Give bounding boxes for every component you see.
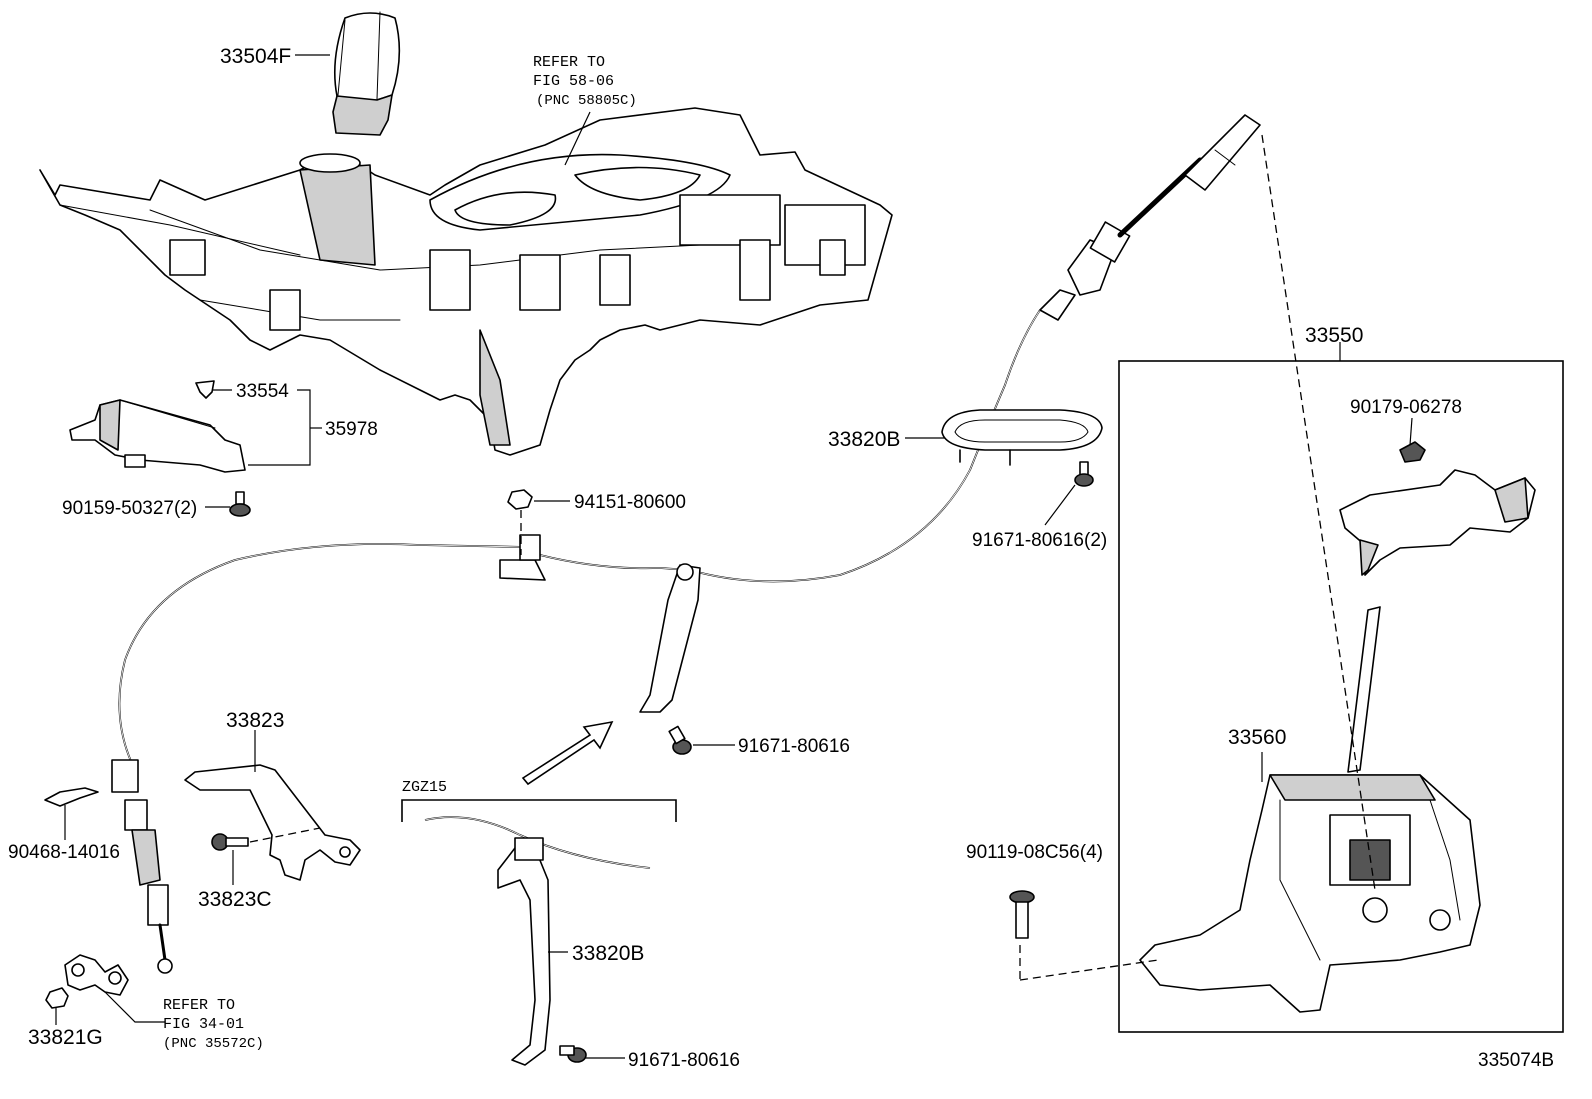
clip-90179[interactable]	[1399, 441, 1426, 463]
dashed-lines	[249, 134, 1376, 981]
label-refer-top-2: FIG 58-06	[533, 73, 614, 90]
direction-arrow	[521, 720, 614, 786]
zgz15-inset	[401, 799, 677, 1066]
assembly-33550-box	[1118, 360, 1564, 1033]
label-91671-c: 91671-80616	[628, 1050, 740, 1071]
nut-94151[interactable]	[507, 489, 533, 510]
bolt-91671-b[interactable]	[668, 725, 692, 755]
grommet-33820b[interactable]	[941, 409, 1103, 466]
bracket-33823[interactable]	[184, 764, 361, 881]
clip-90468[interactable]	[44, 787, 99, 807]
label-90159: 90159-50327(2)	[62, 498, 197, 519]
clamp-cable-lower	[64, 954, 129, 996]
cable-end-lower	[111, 759, 173, 974]
shift-knob-33504f[interactable]	[332, 11, 401, 136]
bolt-91671-a[interactable]	[1074, 461, 1094, 487]
label-35978: 35978	[325, 419, 378, 440]
bracket-33820b[interactable]	[497, 837, 551, 1066]
label-94151: 94151-80600	[574, 492, 686, 513]
label-refer-bottom-2: FIG 34-01	[163, 1016, 244, 1033]
cable-clamp	[499, 534, 546, 581]
cable-end-upper	[1039, 114, 1261, 321]
shift-lever-plate	[1339, 469, 1536, 576]
bolt-91671-c[interactable]	[559, 1045, 587, 1063]
label-33820b-top: 33820B	[828, 428, 900, 451]
console-box-housing	[39, 107, 893, 456]
shift-lever-33560[interactable]	[1139, 606, 1481, 1013]
label-refer-top-3: (PNC 58805C)	[536, 93, 637, 109]
leader-lines	[55, 54, 1413, 1059]
label-33550: 33550	[1305, 324, 1363, 347]
label-90119: 90119-08C56(4)	[966, 842, 1103, 863]
label-refer-bottom-1: REFER TO	[163, 997, 235, 1014]
label-90468: 90468-14016	[8, 842, 120, 863]
label-refer-bottom-3: (PNC 35572C)	[163, 1036, 264, 1052]
shift-cable[interactable]	[118, 309, 1041, 771]
cable-bracket	[639, 563, 701, 713]
nut-33821g[interactable]	[45, 987, 69, 1009]
label-91671-b: 91671-80616	[738, 736, 850, 757]
shift-indicator-35978[interactable]	[69, 399, 246, 473]
label-91671-a: 91671-80616(2)	[972, 530, 1107, 551]
label-33820b-bottom: 33820B	[572, 942, 644, 965]
label-33560: 33560	[1228, 726, 1286, 749]
label-zgz15: ZGZ15	[402, 779, 447, 796]
label-90179: 90179-06278	[1350, 397, 1462, 418]
label-33504f: 33504F	[220, 45, 291, 68]
bolt-33823c[interactable]	[211, 833, 249, 851]
bolt-90159[interactable]	[229, 491, 251, 517]
label-33554: 33554	[236, 381, 289, 402]
label-refer-top-1: REFER TO	[533, 54, 605, 71]
label-figure-id: 335074B	[1478, 1050, 1554, 1071]
label-33823: 33823	[226, 709, 284, 732]
bolt-90119[interactable]	[1009, 890, 1035, 939]
label-33821g: 33821G	[28, 1026, 103, 1049]
label-33823c: 33823C	[198, 888, 272, 911]
clip-33554[interactable]	[195, 380, 215, 399]
